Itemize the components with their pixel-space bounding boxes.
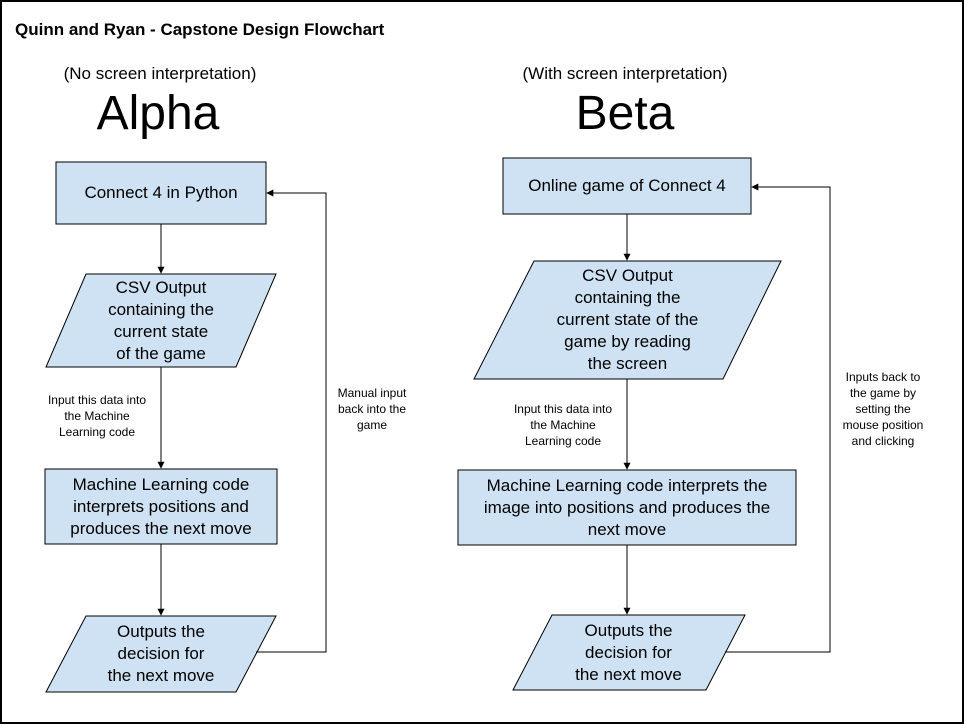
beta-csv-parallelogram [473,260,782,380]
beta-ml-label: Machine Learning code interprets the ima… [483,475,771,539]
beta-csv-text: CSV Output containing the current state … [504,261,751,379]
beta-heading: Beta [575,87,675,140]
page-title: Quinn and Ryan - Capstone Design Flowcha… [15,20,385,39]
alpha-subtitle: (No screen interpretation) [63,64,257,83]
alpha-loop-label: Manual input back into the game [337,386,407,432]
beta-output-label: Outputs the decision for the next move [575,620,682,684]
beta-loop-arrow [725,183,831,653]
alpha-input-label: Input this data into the Machine Learnin… [47,393,147,439]
beta-ml-text: Machine Learning code interprets the ima… [458,470,796,545]
alpha-start-text: Connect 4 in Python [56,162,266,224]
alpha-output-text: Outputs the decision for the next move [66,616,256,692]
alpha-csv-parallelogram [45,273,277,368]
beta-loop-label: Inputs back to the game by setting the m… [842,370,924,448]
alpha-start-box [55,161,267,225]
beta-start-text: Online game of Connect 4 [503,158,751,214]
alpha-loop-arrow [256,189,327,653]
alpha-ml-label: Machine Learning code interprets positio… [70,474,252,538]
beta-output-parallelogram [512,614,746,691]
beta-csv-label: CSV Output containing the current state … [556,266,699,373]
alpha-csv-text: CSV Output containing the current state … [66,274,256,367]
alpha-output-parallelogram [45,615,277,693]
alpha-start-label: Connect 4 in Python [84,183,238,202]
beta-output-text: Outputs the decision for the next move [532,615,725,690]
beta-subtitle: (With screen interpretation) [522,64,728,83]
alpha-heading: Alpha [96,87,220,140]
alpha-ml-text: Machine Learning code interprets positio… [45,469,277,544]
alpha-csv-label: CSV Output containing the current state … [108,277,214,363]
beta-start-box [502,157,752,215]
beta-input-label: Input this data into the Machine Learnin… [513,402,613,448]
beta-start-label: Online game of Connect 4 [528,176,726,195]
alpha-output-label: Outputs the decision for the next move [107,622,215,685]
